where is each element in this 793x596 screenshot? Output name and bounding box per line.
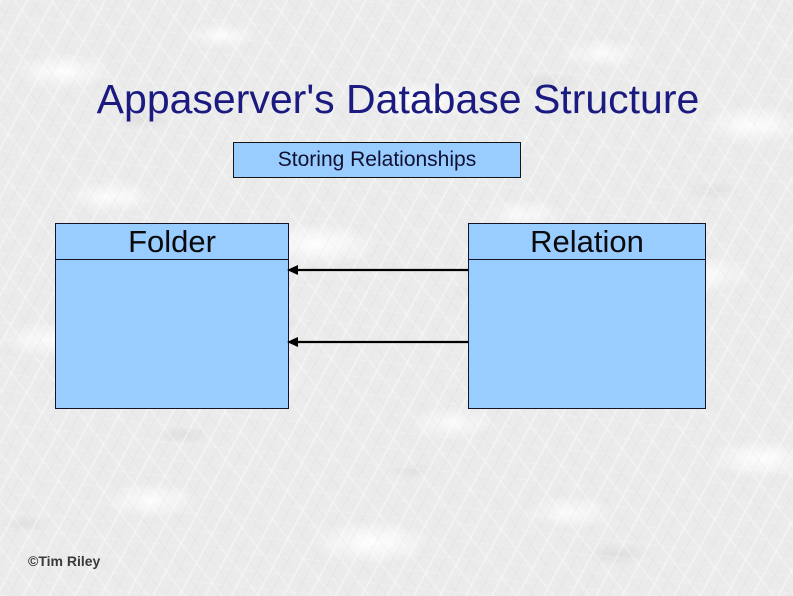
entity-title-folder: Folder: [128, 223, 216, 259]
copyright-credit: ©Tim Riley: [28, 553, 101, 569]
entity-box-folder: Folder: [55, 223, 289, 409]
entity-title-relation: Relation: [530, 223, 644, 259]
subtitle-callout-box: Storing Relationships: [233, 142, 521, 178]
subtitle-label: Storing Relationships: [277, 148, 477, 171]
entity-header-folder: Folder: [56, 224, 288, 260]
connector-lower-arrowhead-icon: [287, 337, 298, 347]
entity-box-relation: Relation: [468, 223, 706, 409]
connector-upper-arrowhead-icon: [287, 265, 298, 275]
connector-line-lower: [287, 337, 468, 347]
connector-line-upper: [287, 265, 468, 275]
entity-header-relation: Relation: [469, 224, 705, 260]
page-title: Appaserver's Database Structure: [96, 76, 700, 122]
